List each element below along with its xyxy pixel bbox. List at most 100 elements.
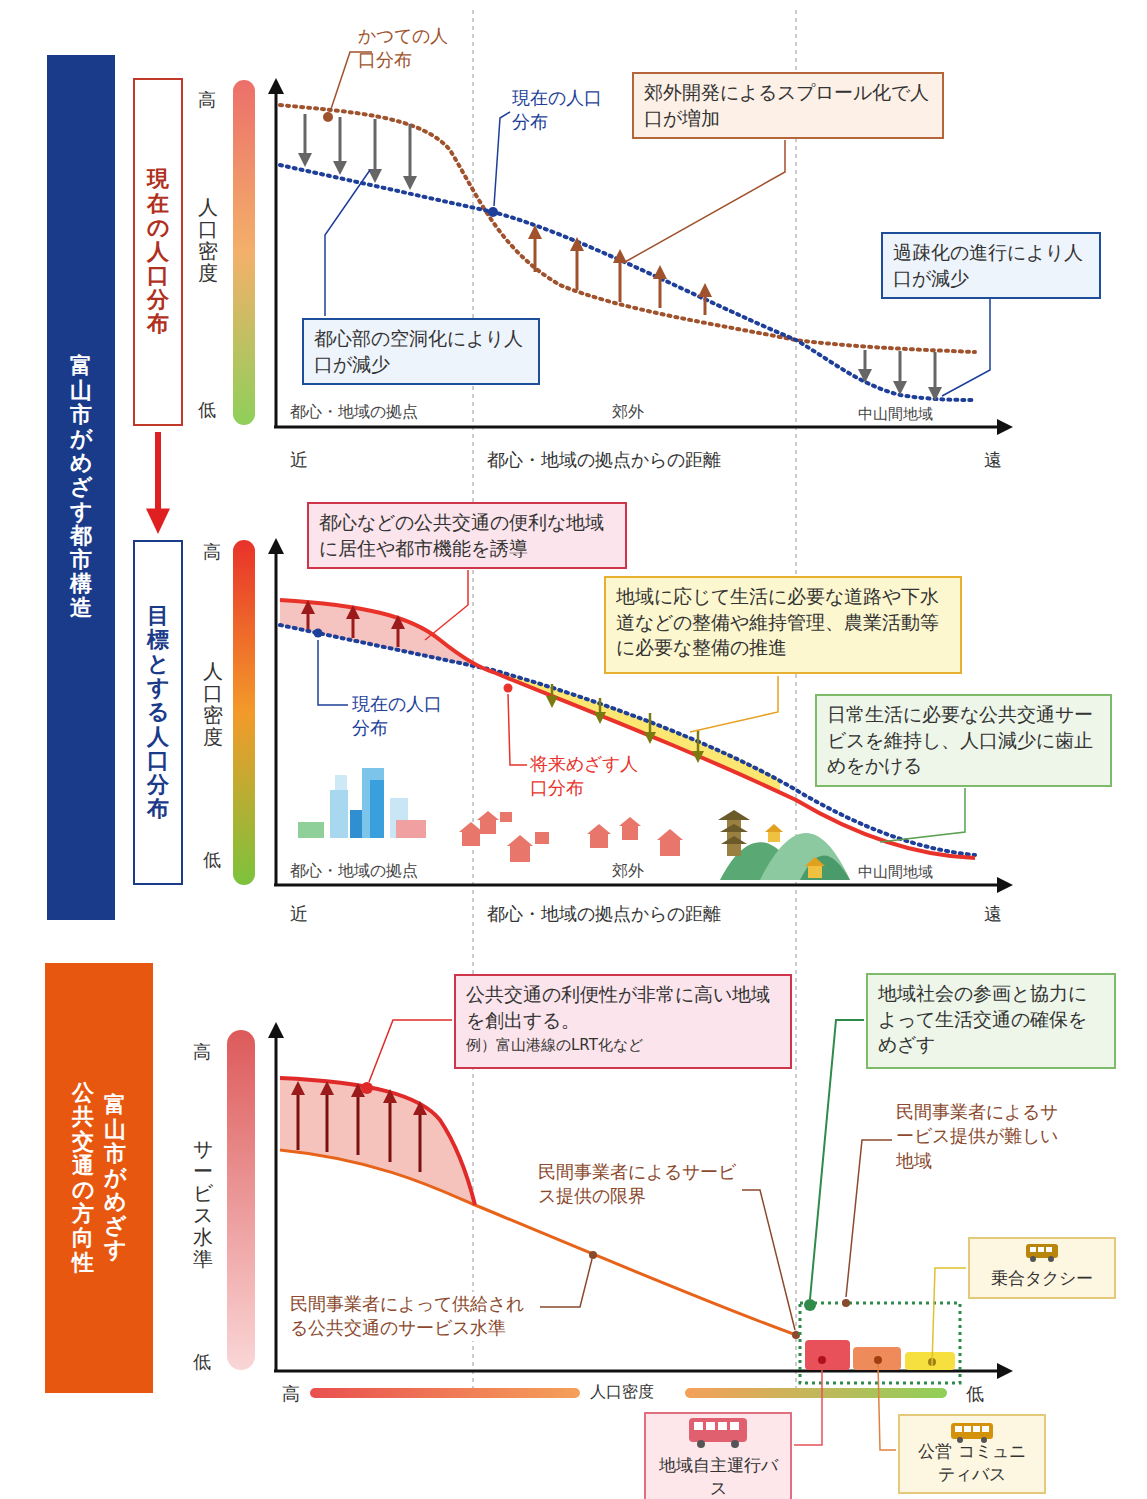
leader-line-part	[880, 788, 965, 842]
color-bar	[233, 80, 255, 425]
color-bar	[227, 1030, 255, 1370]
rural-illustration-part	[805, 857, 825, 866]
callout-box: 公共交通の利便性が非常に高い地域を創出する。例）富山港線のLRT化など	[454, 974, 792, 1069]
city-illustration-part	[335, 775, 347, 790]
bus-icon-part	[718, 1422, 727, 1430]
house-illustration-part	[459, 822, 483, 832]
chart-label: 民間事業者によるサービス提供が難しい地域	[896, 1100, 1066, 1173]
chart-label: 都心・地域の拠点	[290, 860, 418, 882]
vertical-text: 公共交通の方向性	[72, 1081, 94, 1275]
house-illustration-part	[660, 840, 680, 856]
bus-icon-part	[1046, 1247, 1052, 1252]
rural-illustration-part	[768, 832, 780, 842]
section-box: 現在の人口分布	[133, 78, 183, 426]
current-curve	[280, 165, 975, 400]
house-illustration-part	[477, 811, 499, 820]
leader-line-part	[369, 1020, 452, 1082]
box-text: 地域社会の参画と協力によって生活交通の確保をめざす	[878, 981, 1104, 1058]
curve-dot	[488, 207, 498, 217]
title-band: 富山市がめざす都市構造	[47, 55, 115, 920]
down-arrow-part	[864, 350, 867, 376]
chart-label: 高	[203, 540, 221, 564]
box-text: 例）富山港線のLRT化など	[466, 1035, 780, 1055]
up-arrow-part	[659, 272, 662, 308]
house-illustration-part	[480, 820, 496, 834]
house-illustration-part	[462, 832, 480, 846]
chart-label: 郊外	[612, 860, 644, 882]
bus-icon-part	[981, 1437, 987, 1443]
bus-icon	[688, 1417, 748, 1449]
up-arrow-part	[352, 612, 355, 638]
divider-line	[473, 10, 796, 1392]
up-arrow	[298, 1088, 420, 1172]
up-arrow-part	[297, 1088, 300, 1150]
down-arrow-part	[304, 114, 307, 160]
callout-box: 都心部の空洞化により人口が減少	[302, 318, 540, 385]
house-illustration-part	[500, 812, 512, 822]
axis-part	[275, 86, 278, 428]
chart-label: 遠	[984, 448, 1002, 472]
house-illustration-part	[619, 817, 641, 826]
bus-icon-part	[706, 1422, 715, 1430]
chart-label: 低	[198, 398, 216, 422]
chart-label: 郊外	[612, 401, 644, 423]
up-arrow-part	[389, 1096, 392, 1162]
house-illustration	[459, 811, 683, 862]
down-arrow-part	[599, 698, 602, 718]
callout-box: 都心などの公共交通の便利な地域に居住や都市機能を誘導	[307, 502, 627, 569]
bus-icon-part	[1048, 1256, 1054, 1262]
color-bar	[233, 540, 255, 885]
service-bar	[905, 1352, 955, 1370]
bus-icon-part	[964, 1426, 971, 1432]
leader-line-part	[325, 170, 370, 316]
chart-label: 低	[966, 1382, 984, 1406]
house-illustration-part	[590, 834, 608, 848]
up-arrow-part	[357, 1090, 360, 1155]
curve-dot	[314, 629, 323, 638]
down-arrow-part	[374, 119, 377, 176]
leader-line	[369, 1020, 966, 1450]
chart-label: 現在の人口分布	[512, 86, 612, 135]
up-arrow-part	[326, 1088, 329, 1152]
chart-label: 近	[290, 902, 308, 926]
leader-line-part	[846, 1140, 892, 1297]
bus-icon-part	[955, 1426, 962, 1432]
curve-dot	[842, 1299, 850, 1307]
chart-label: 低	[193, 1350, 211, 1374]
improve-area	[280, 1078, 475, 1205]
down-arrow-part	[409, 124, 412, 183]
bus-icon-part	[973, 1426, 980, 1432]
down-arrow-part	[649, 713, 652, 738]
chart-label: 低	[203, 848, 221, 872]
chart-label: 高	[198, 88, 216, 112]
axis-part	[275, 546, 278, 886]
curve-dot	[804, 1299, 816, 1311]
box-text: 公営 コミュニティバス	[910, 1440, 1034, 1486]
house-illustration-part	[510, 846, 530, 862]
vertical-text: 富山市がめざす都市構造	[70, 354, 92, 620]
arrow-head	[146, 508, 170, 534]
bus-icon-part	[697, 1440, 705, 1448]
up-arrow-part	[704, 290, 707, 315]
axis-part	[274, 426, 1005, 429]
curve-dot	[323, 112, 333, 122]
leader-line-part	[318, 640, 348, 705]
rural-illustration	[718, 810, 850, 880]
divider-line-part	[795, 10, 797, 1392]
house-illustration-part	[622, 826, 638, 840]
curve-dot	[361, 1082, 373, 1094]
bus-icon-part	[957, 1437, 963, 1443]
box-text: 公共交通の利便性が非常に高い地域を創出する。	[466, 982, 780, 1033]
callout-box: 地域に応じて生活に必要な道路や下水道などの整備や維持管理、農業活動等に必要な整備…	[604, 576, 962, 674]
axis-label-vertical: 人口密度	[203, 660, 223, 748]
city-illustration-part	[370, 780, 384, 838]
city-illustration	[298, 768, 426, 838]
bus-icon-part	[731, 1440, 739, 1448]
chart-label: 高	[193, 1040, 211, 1064]
bus-icon-part	[1038, 1247, 1044, 1252]
up-arrow-part	[397, 622, 400, 647]
city-illustration-part	[396, 820, 426, 838]
chart-label: 民間事業者によって供給される公共交通のサービス水準	[290, 1292, 535, 1341]
axis-label-vertical: 人口密度	[198, 196, 218, 284]
